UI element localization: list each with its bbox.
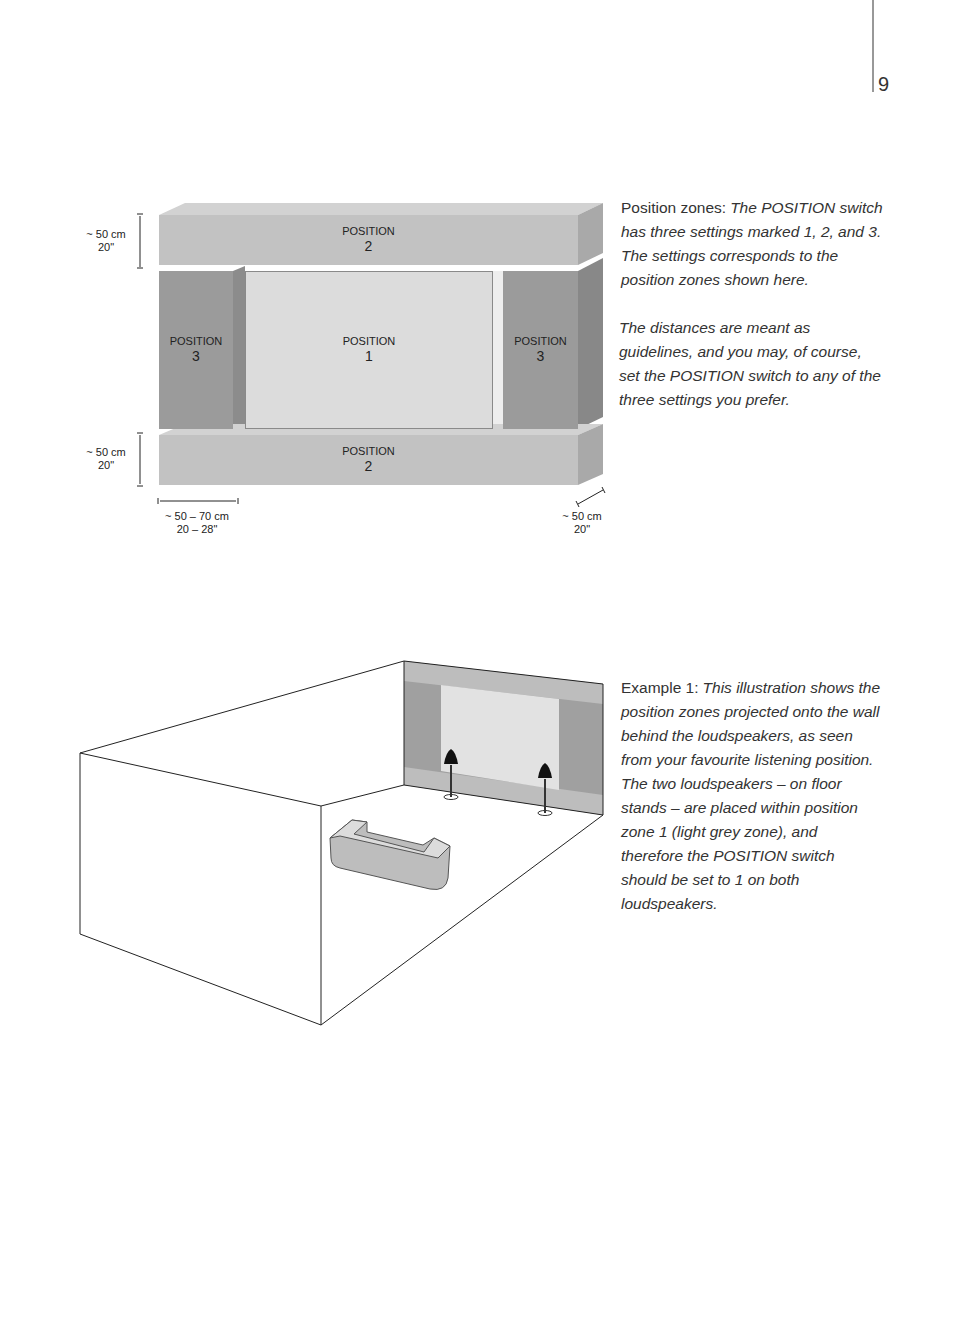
page-number: 9 bbox=[878, 73, 889, 95]
dimension: 20" bbox=[98, 241, 114, 254]
dimension: ~ 50 cm bbox=[86, 446, 125, 459]
position-band: POSITION2 bbox=[159, 435, 578, 485]
wall-zone-center bbox=[441, 685, 559, 790]
paragraph: The distances are meant as guidelines, a… bbox=[619, 316, 881, 412]
dimension-lines bbox=[137, 214, 605, 507]
loudspeaker bbox=[444, 749, 458, 800]
dimension: 20" bbox=[98, 459, 114, 472]
zone-label: POSITION bbox=[342, 225, 395, 238]
zone-side-face bbox=[578, 258, 603, 429]
zone-label: POSITION bbox=[343, 335, 396, 348]
page-rule bbox=[873, 0, 874, 92]
position-zone: POSITION3 bbox=[503, 271, 578, 429]
position-band: POSITION2 bbox=[159, 215, 578, 265]
position-zone: POSITION1 bbox=[245, 271, 493, 429]
paragraph: Position zones:The POSITION switch has t… bbox=[621, 196, 883, 292]
sofa bbox=[330, 820, 450, 890]
dimension: 20 – 28" bbox=[177, 523, 218, 536]
zone-number: 3 bbox=[537, 348, 545, 365]
zone-label: POSITION bbox=[342, 445, 395, 458]
zone-number: 3 bbox=[192, 348, 200, 365]
paragraph: Example 1:This illustration shows the po… bbox=[621, 676, 883, 916]
dimension: ~ 50 cm bbox=[562, 510, 601, 523]
band-side-face bbox=[578, 424, 603, 485]
zone-label: POSITION bbox=[514, 335, 567, 348]
zone-label: POSITION bbox=[170, 335, 223, 348]
zone-number: 2 bbox=[365, 238, 373, 255]
position-zone: POSITION3 bbox=[159, 271, 233, 429]
loudspeaker bbox=[538, 763, 552, 816]
zone-number: 1 bbox=[365, 348, 373, 365]
zone-number: 2 bbox=[365, 458, 373, 475]
back-wall bbox=[404, 661, 603, 815]
heading: Example 1: bbox=[621, 679, 699, 696]
body-text: This illustration shows the position zon… bbox=[621, 679, 880, 912]
heading: Position zones: bbox=[621, 199, 726, 216]
dimension: ~ 50 – 70 cm bbox=[165, 510, 229, 523]
dimension: ~ 50 cm bbox=[86, 228, 125, 241]
band-top-face bbox=[159, 203, 603, 215]
dimension: 20" bbox=[574, 523, 590, 536]
zone-side-face bbox=[493, 271, 503, 429]
room-outline bbox=[80, 661, 603, 1025]
band-side-face bbox=[578, 203, 603, 265]
zone-side-face bbox=[233, 266, 245, 429]
body-text: The distances are meant as guidelines, a… bbox=[619, 319, 881, 408]
